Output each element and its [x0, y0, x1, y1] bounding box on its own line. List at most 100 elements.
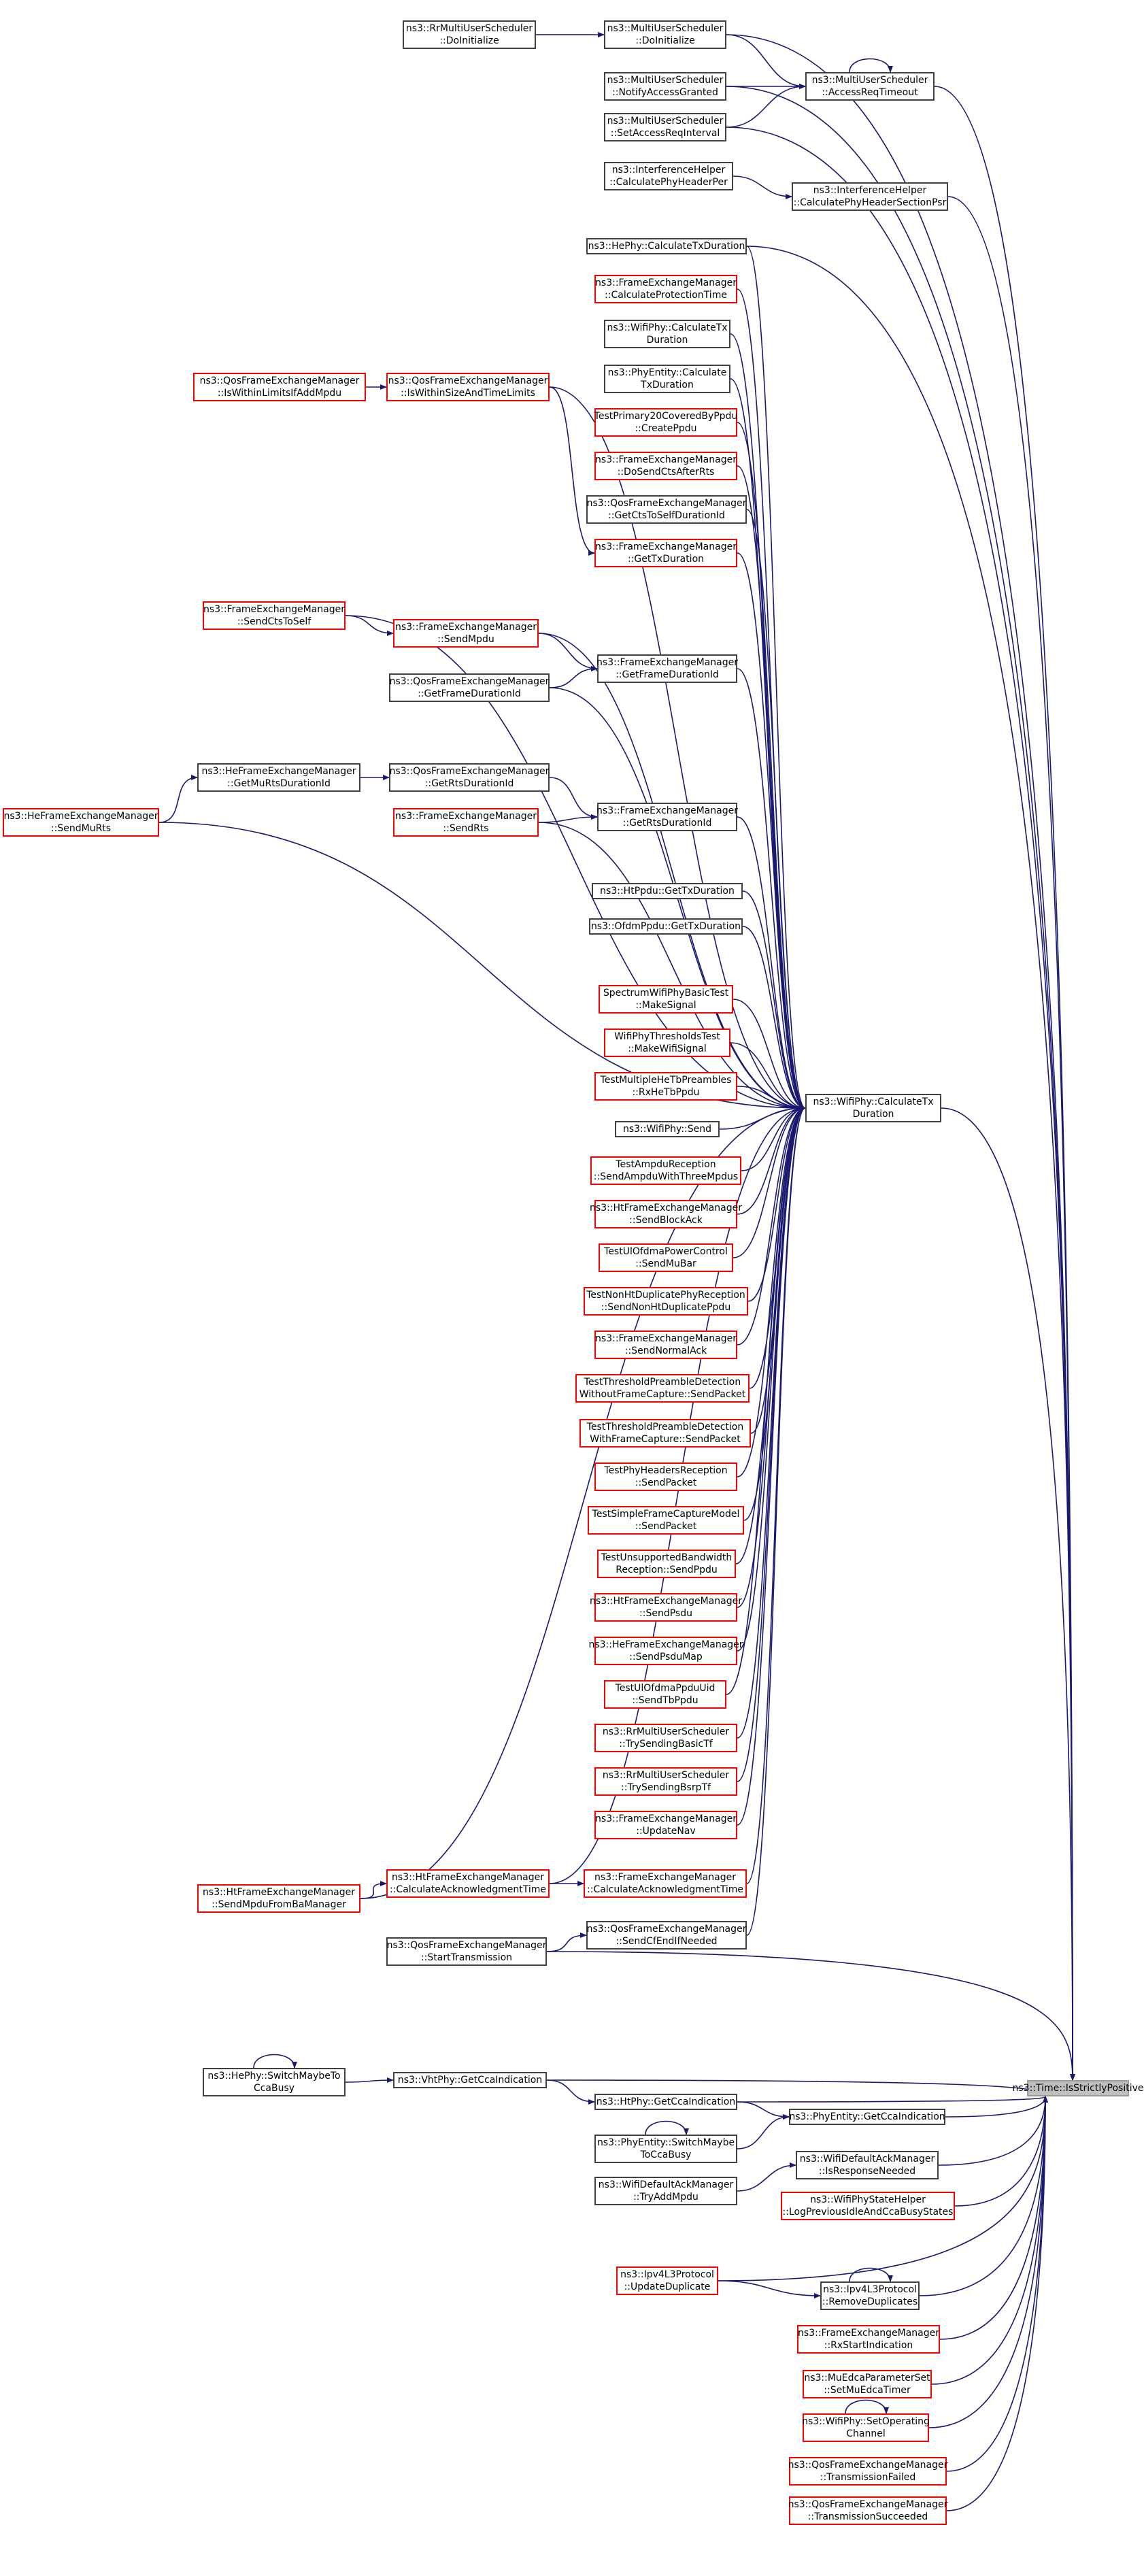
call-edge: [726, 34, 806, 89]
graph-node[interactable]: TestSimpleFrameCaptureModel::SendPacket: [588, 1506, 744, 1535]
graph-node[interactable]: ns3::OfdmPpdu::GetTxDuration: [589, 918, 743, 935]
graph-node[interactable]: ns3::MultiUserScheduler::NotifyAccessGra…: [604, 72, 726, 101]
call-edge: [538, 814, 598, 823]
node-label: ns3::FrameExchangeManager: [594, 1872, 736, 1883]
graph-node[interactable]: ns3::Ipv4L3Protocol::UpdateDuplicate: [616, 2266, 718, 2295]
graph-node[interactable]: ns3::RrMultiUserScheduler::DoInitialize: [403, 20, 536, 49]
graph-node[interactable]: ns3::HtPhy::GetCcaIndication: [594, 2094, 737, 2110]
node-label: ::TrySendingBsrpTf: [621, 1782, 711, 1793]
graph-node[interactable]: ns3::WifiDefaultAckManager::TryAddMpdu: [594, 2177, 737, 2205]
graph-node[interactable]: ns3::FrameExchangeManager::SendCtsToSelf: [203, 601, 346, 630]
graph-node[interactable]: ns3::MultiUserScheduler::SetAccessReqInt…: [604, 113, 726, 141]
graph-node[interactable]: ns3::HtFrameExchangeManager::SendBlockAc…: [590, 1200, 742, 1228]
node-label: ns3::MultiUserScheduler: [811, 75, 928, 86]
node-label: SpectrumWifiPhyBasicTest: [603, 988, 729, 999]
graph-node[interactable]: ns3::QosFrameExchangeManager::IsWithinSi…: [386, 373, 550, 401]
graph-node[interactable]: ns3::PhyEntity::GetCcaIndication: [789, 2109, 945, 2125]
graph-node[interactable]: ns3::WifiPhyStateHelper::LogPreviousIdle…: [781, 2192, 955, 2220]
node-label: ns3::FrameExchangeManager: [395, 622, 537, 633]
graph-node[interactable]: ns3::FrameExchangeManager::RxStartIndica…: [797, 2325, 940, 2354]
graph-node[interactable]: TestPhyHeadersReception::SendPacket: [594, 1462, 737, 1491]
graph-node[interactable]: ns3::HtFrameExchangeManager::SendMpduFro…: [197, 1884, 360, 1913]
node-label: ::RemoveDuplicates: [822, 2296, 918, 2307]
graph-node[interactable]: ns3::MultiUserScheduler::DoInitialize: [604, 20, 726, 49]
call-edge: [928, 2096, 1048, 2428]
graph-node[interactable]: ns3::FrameExchangeManager::UpdateNav: [594, 1811, 737, 1839]
node-label: TestPhyHeadersReception: [604, 1465, 728, 1476]
call-edge: [938, 2096, 1048, 2166]
node-label: ::SendPacket: [635, 1477, 697, 1488]
graph-node[interactable]: ns3::QosFrameExchangeManager::GetCtsToSe…: [586, 495, 747, 524]
graph-node[interactable]: ns3::HeFrameExchangeManager::SendMuRts: [3, 808, 159, 837]
graph-node[interactable]: ns3::HeFrameExchangeManager::SendPsduMap: [588, 1637, 743, 1665]
graph-node[interactable]: ns3::HePhy::CalculateTxDuration: [586, 238, 747, 254]
graph-node[interactable]: ns3::FrameExchangeManager::SendMpdu: [393, 619, 539, 648]
call-edge: [158, 775, 198, 823]
graph-node[interactable]: SpectrumWifiPhyBasicTest::MakeSignal: [599, 985, 733, 1014]
graph-node[interactable]: ns3::VhtPhy::GetCcaIndication: [393, 2072, 547, 2088]
call-edge: [737, 288, 806, 1111]
graph-node[interactable]: ns3::FrameExchangeManager::CalculateAckn…: [584, 1869, 747, 1898]
node-label: ns3::MultiUserScheduler: [607, 23, 724, 34]
graph-node[interactable]: ns3::HeFrameExchangeManager::GetMuRtsDur…: [197, 763, 360, 792]
graph-node[interactable]: ns3::RrMultiUserScheduler::TrySendingBas…: [594, 1724, 737, 1752]
graph-node[interactable]: ns3::FrameExchangeManager::GetFrameDurat…: [596, 654, 738, 683]
graph-node[interactable]: ns3::RrMultiUserScheduler::TrySendingBsr…: [594, 1767, 737, 1796]
call-edge: [726, 84, 806, 128]
graph-node[interactable]: ns3::FrameExchangeManager::SendNormalAck: [594, 1331, 737, 1359]
graph-node[interactable]: ns3::FrameExchangeManager::CalculateProt…: [594, 275, 737, 303]
call-edge: [538, 822, 806, 1111]
graph-node[interactable]: ns3::InterferenceHelper::CalculatePhyHea…: [792, 182, 948, 211]
graph-node[interactable]: ns3::InterferenceHelper::CalculatePhyHea…: [604, 162, 733, 190]
graph-node[interactable]: ns3::QosFrameExchangeManager::Transmissi…: [788, 2496, 947, 2525]
node-label: TestUlOfdmaPpduUid: [615, 1683, 716, 1694]
graph-node[interactable]: TestMultipleHeTbPreambles::RxHeTbPpdu: [594, 1072, 737, 1101]
graph-node[interactable]: ns3::HtFrameExchangeManager::SendPsdu: [590, 1593, 742, 1622]
graph-node[interactable]: ns3::QosFrameExchangeManager::GetRtsDura…: [389, 763, 550, 792]
node-label: ns3::HtPhy::GetCcaIndication: [596, 2096, 736, 2107]
graph-node[interactable]: ns3::FrameExchangeManager::GetRtsDuratio…: [596, 803, 738, 831]
graph-node[interactable]: WifiPhyThresholdsTest::MakeWifiSignal: [604, 1028, 730, 1057]
graph-node[interactable]: TestAmpduReception::SendAmpduWithThreeMp…: [590, 1156, 741, 1185]
graph-node[interactable]: ns3::WifiPhy::Send: [615, 1121, 720, 1137]
node-label: ns3::WifiPhy::Send: [622, 1124, 712, 1135]
node-label: ::MakeSignal: [635, 1000, 696, 1011]
node-label: ::IsResponseNeeded: [818, 2166, 916, 2177]
graph-node[interactable]: ns3::MultiUserScheduler::AccessReqTimeou…: [805, 72, 935, 101]
node-label: ::SendAmpduWithThreeMpdus: [593, 1171, 739, 1182]
graph-node[interactable]: TestPrimary20CoveredByPpdu::CreatePpdu: [594, 408, 737, 437]
graph-node[interactable]: ns3::QosFrameExchangeManager::Transmissi…: [788, 2457, 947, 2486]
node-label: ::SendMuRts: [50, 823, 112, 834]
graph-node[interactable]: ns3::WifiDefaultAckManager::IsResponseNe…: [796, 2151, 939, 2179]
graph-node[interactable]: TestNonHtDuplicatePhyReception::SendNonH…: [584, 1287, 748, 1316]
graph-node[interactable]: TestUlOfdmaPpduUid::SendTbPpdu: [604, 1680, 726, 1709]
graph-node[interactable]: ns3::Ipv4L3Protocol::RemoveDuplicates: [820, 2281, 920, 2310]
graph-node[interactable]: ns3::HtPpdu::GetTxDuration: [592, 883, 743, 899]
call-edge: [345, 615, 394, 636]
graph-node[interactable]: ns3::QosFrameExchangeManager::GetFrameDu…: [389, 673, 550, 702]
graph-node[interactable]: ns3::FrameExchangeManager::DoSendCtsAfte…: [594, 452, 737, 480]
graph-node[interactable]: ns3::QosFrameExchangeManager::StartTrans…: [386, 1937, 547, 1966]
node-label: ns3::HePhy::CalculateTxDuration: [588, 241, 745, 252]
node-label: ::SendCfEndIfNeeded: [616, 1936, 718, 1947]
graph-node[interactable]: TestUlOfdmaPowerControl::SendMuBar: [599, 1243, 733, 1272]
graph-node[interactable]: ns3::MuEdcaParameterSet::SetMuEdcaTimer: [803, 2370, 932, 2398]
graph-node[interactable]: ns3::QosFrameExchangeManager::IsWithinLi…: [193, 373, 366, 401]
graph-node[interactable]: ns3::FrameExchangeManager::SendRts: [393, 808, 539, 837]
graph-node[interactable]: ns3::FrameExchangeManager::GetTxDuration: [594, 539, 737, 567]
graph-node[interactable]: ns3::QosFrameExchangeManager::SendCfEndI…: [586, 1921, 747, 1950]
graph-node[interactable]: ns3::HtFrameExchangeManager::CalculateAc…: [386, 1869, 550, 1898]
call-edge: [737, 2114, 790, 2150]
node-label: ns3::HtFrameExchangeManager: [392, 1872, 544, 1883]
node-label: ns3::FrameExchangeManager: [203, 604, 345, 615]
